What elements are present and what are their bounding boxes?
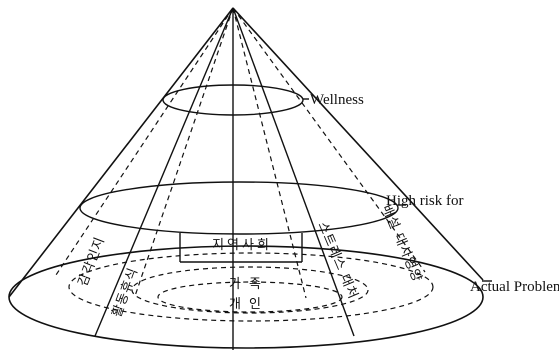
- community-box: [179, 233, 303, 263]
- family-ring: [131, 266, 369, 314]
- wellness-ring: [162, 84, 304, 116]
- high-risk-label: High risk for: [386, 193, 464, 209]
- inner-rings: [68, 252, 434, 322]
- sensory-cognition-label: 감각인지: [76, 235, 109, 289]
- leader-lines: [303, 98, 492, 282]
- wellness-label: Wellness: [310, 92, 364, 108]
- community-ring: [68, 252, 434, 322]
- nutrition-metabolism-label: 배설 대사영양: [378, 203, 424, 285]
- cone-ribs: [53, 7, 426, 350]
- actual-problem-label: Actual Problem: [470, 279, 559, 295]
- level-rings: [8, 84, 484, 349]
- individual-ring: [157, 281, 343, 313]
- high-risk-ring: [79, 181, 399, 235]
- community-label: 지역사회: [212, 238, 272, 253]
- individual-label: 개인: [229, 297, 269, 312]
- base-ellipse: [8, 245, 484, 349]
- family-label: 가족: [229, 277, 269, 292]
- cone-outline: [8, 7, 484, 298]
